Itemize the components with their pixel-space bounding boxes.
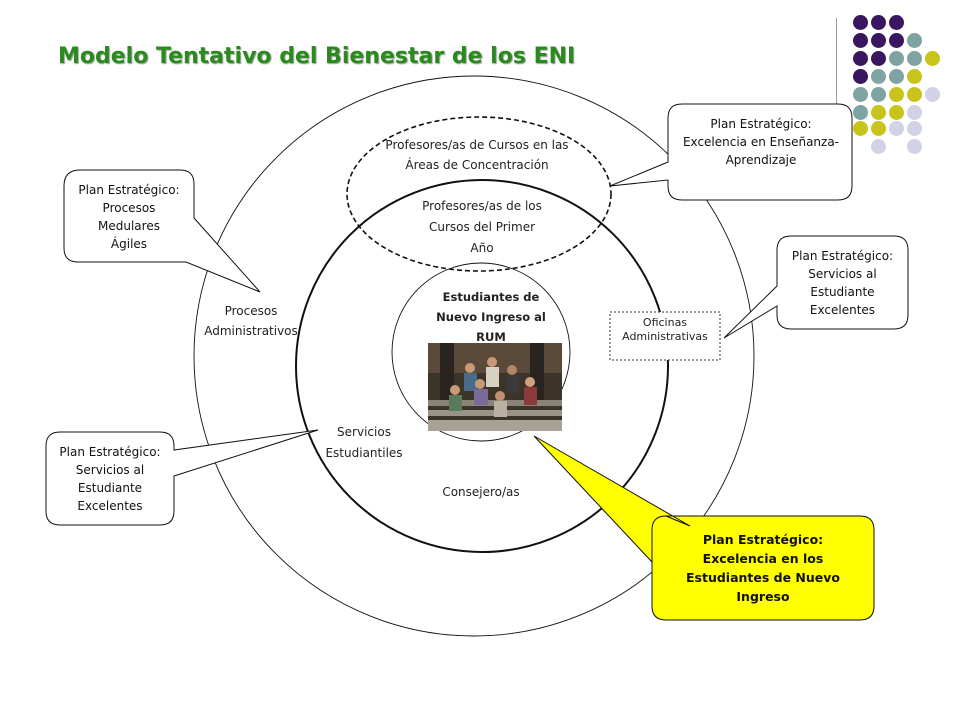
dot <box>871 121 886 136</box>
dot <box>889 87 904 102</box>
dot <box>871 139 886 154</box>
page-title: Modelo Tentativo del Bienestar de los EN… <box>58 44 576 69</box>
callout-servicios-left-shape <box>45 429 319 526</box>
dot <box>907 139 922 154</box>
dot <box>907 105 922 120</box>
callout-servicios-estudiante-left: Plan Estratégico: Servicios al Estudiant… <box>59 445 161 513</box>
callout-procesos-medulares: Plan Estratégico: Procesos Medulares Ági… <box>78 183 180 251</box>
dot <box>889 121 904 136</box>
callout-excelencia-nuevo-ingreso: Plan Estratégico: Excelencia en los Estu… <box>685 532 841 604</box>
students-photo <box>428 343 562 431</box>
dot <box>889 51 904 66</box>
dot <box>907 69 922 84</box>
dot <box>907 51 922 66</box>
middle-circle <box>295 179 669 553</box>
dot <box>907 87 922 102</box>
outer-circle <box>193 75 755 637</box>
dot <box>853 87 868 102</box>
callout-excelencia-ensenanza: Plan Estratégico: Excelencia en Enseñanz… <box>682 117 840 167</box>
label-consejeros: Consejero/as <box>442 485 520 499</box>
label-estudiantes-nuevo-ingreso: Estudiantes de Nuevo Ingreso al RUM <box>436 290 546 344</box>
callout-procesos-shape <box>63 169 261 293</box>
label-servicios-estudiantiles: Servicios Estudiantiles <box>325 425 403 460</box>
dot <box>853 33 868 48</box>
dot <box>925 51 940 66</box>
label-oficinas-administrativas: Oficinas Administrativas <box>622 316 708 343</box>
callout-servicios-estudiante-right: Plan Estratégico: Servicios al Estudiant… <box>791 249 894 317</box>
dot <box>925 87 940 102</box>
dot <box>871 105 886 120</box>
dot <box>871 51 886 66</box>
vertical-divider <box>836 18 837 156</box>
dot <box>907 33 922 48</box>
dot <box>871 15 886 30</box>
label-profesores-primer-ano: Profesores/as de los Cursos del Primer A… <box>422 199 542 255</box>
dot <box>889 69 904 84</box>
dot <box>853 105 868 120</box>
oficinas-box <box>609 311 721 361</box>
callout-ensenanza-shape <box>609 103 853 201</box>
dot <box>871 87 886 102</box>
dot <box>871 33 886 48</box>
callout-servicios-right-shape <box>723 235 909 339</box>
dot <box>871 69 886 84</box>
dot <box>907 121 922 136</box>
dot <box>853 15 868 30</box>
dot <box>889 33 904 48</box>
dot <box>853 69 868 84</box>
label-profesores-areas: Profesores/as de Cursos en las Áreas de … <box>385 138 569 172</box>
dot <box>889 15 904 30</box>
inner-circle <box>391 262 571 442</box>
faculty-ellipse <box>346 116 612 272</box>
dot <box>853 121 868 136</box>
callout-nuevo-ingreso-shape <box>533 435 875 621</box>
dot <box>853 51 868 66</box>
dot <box>889 105 904 120</box>
label-procesos-administrativos: Procesos Administrativos <box>204 304 298 338</box>
